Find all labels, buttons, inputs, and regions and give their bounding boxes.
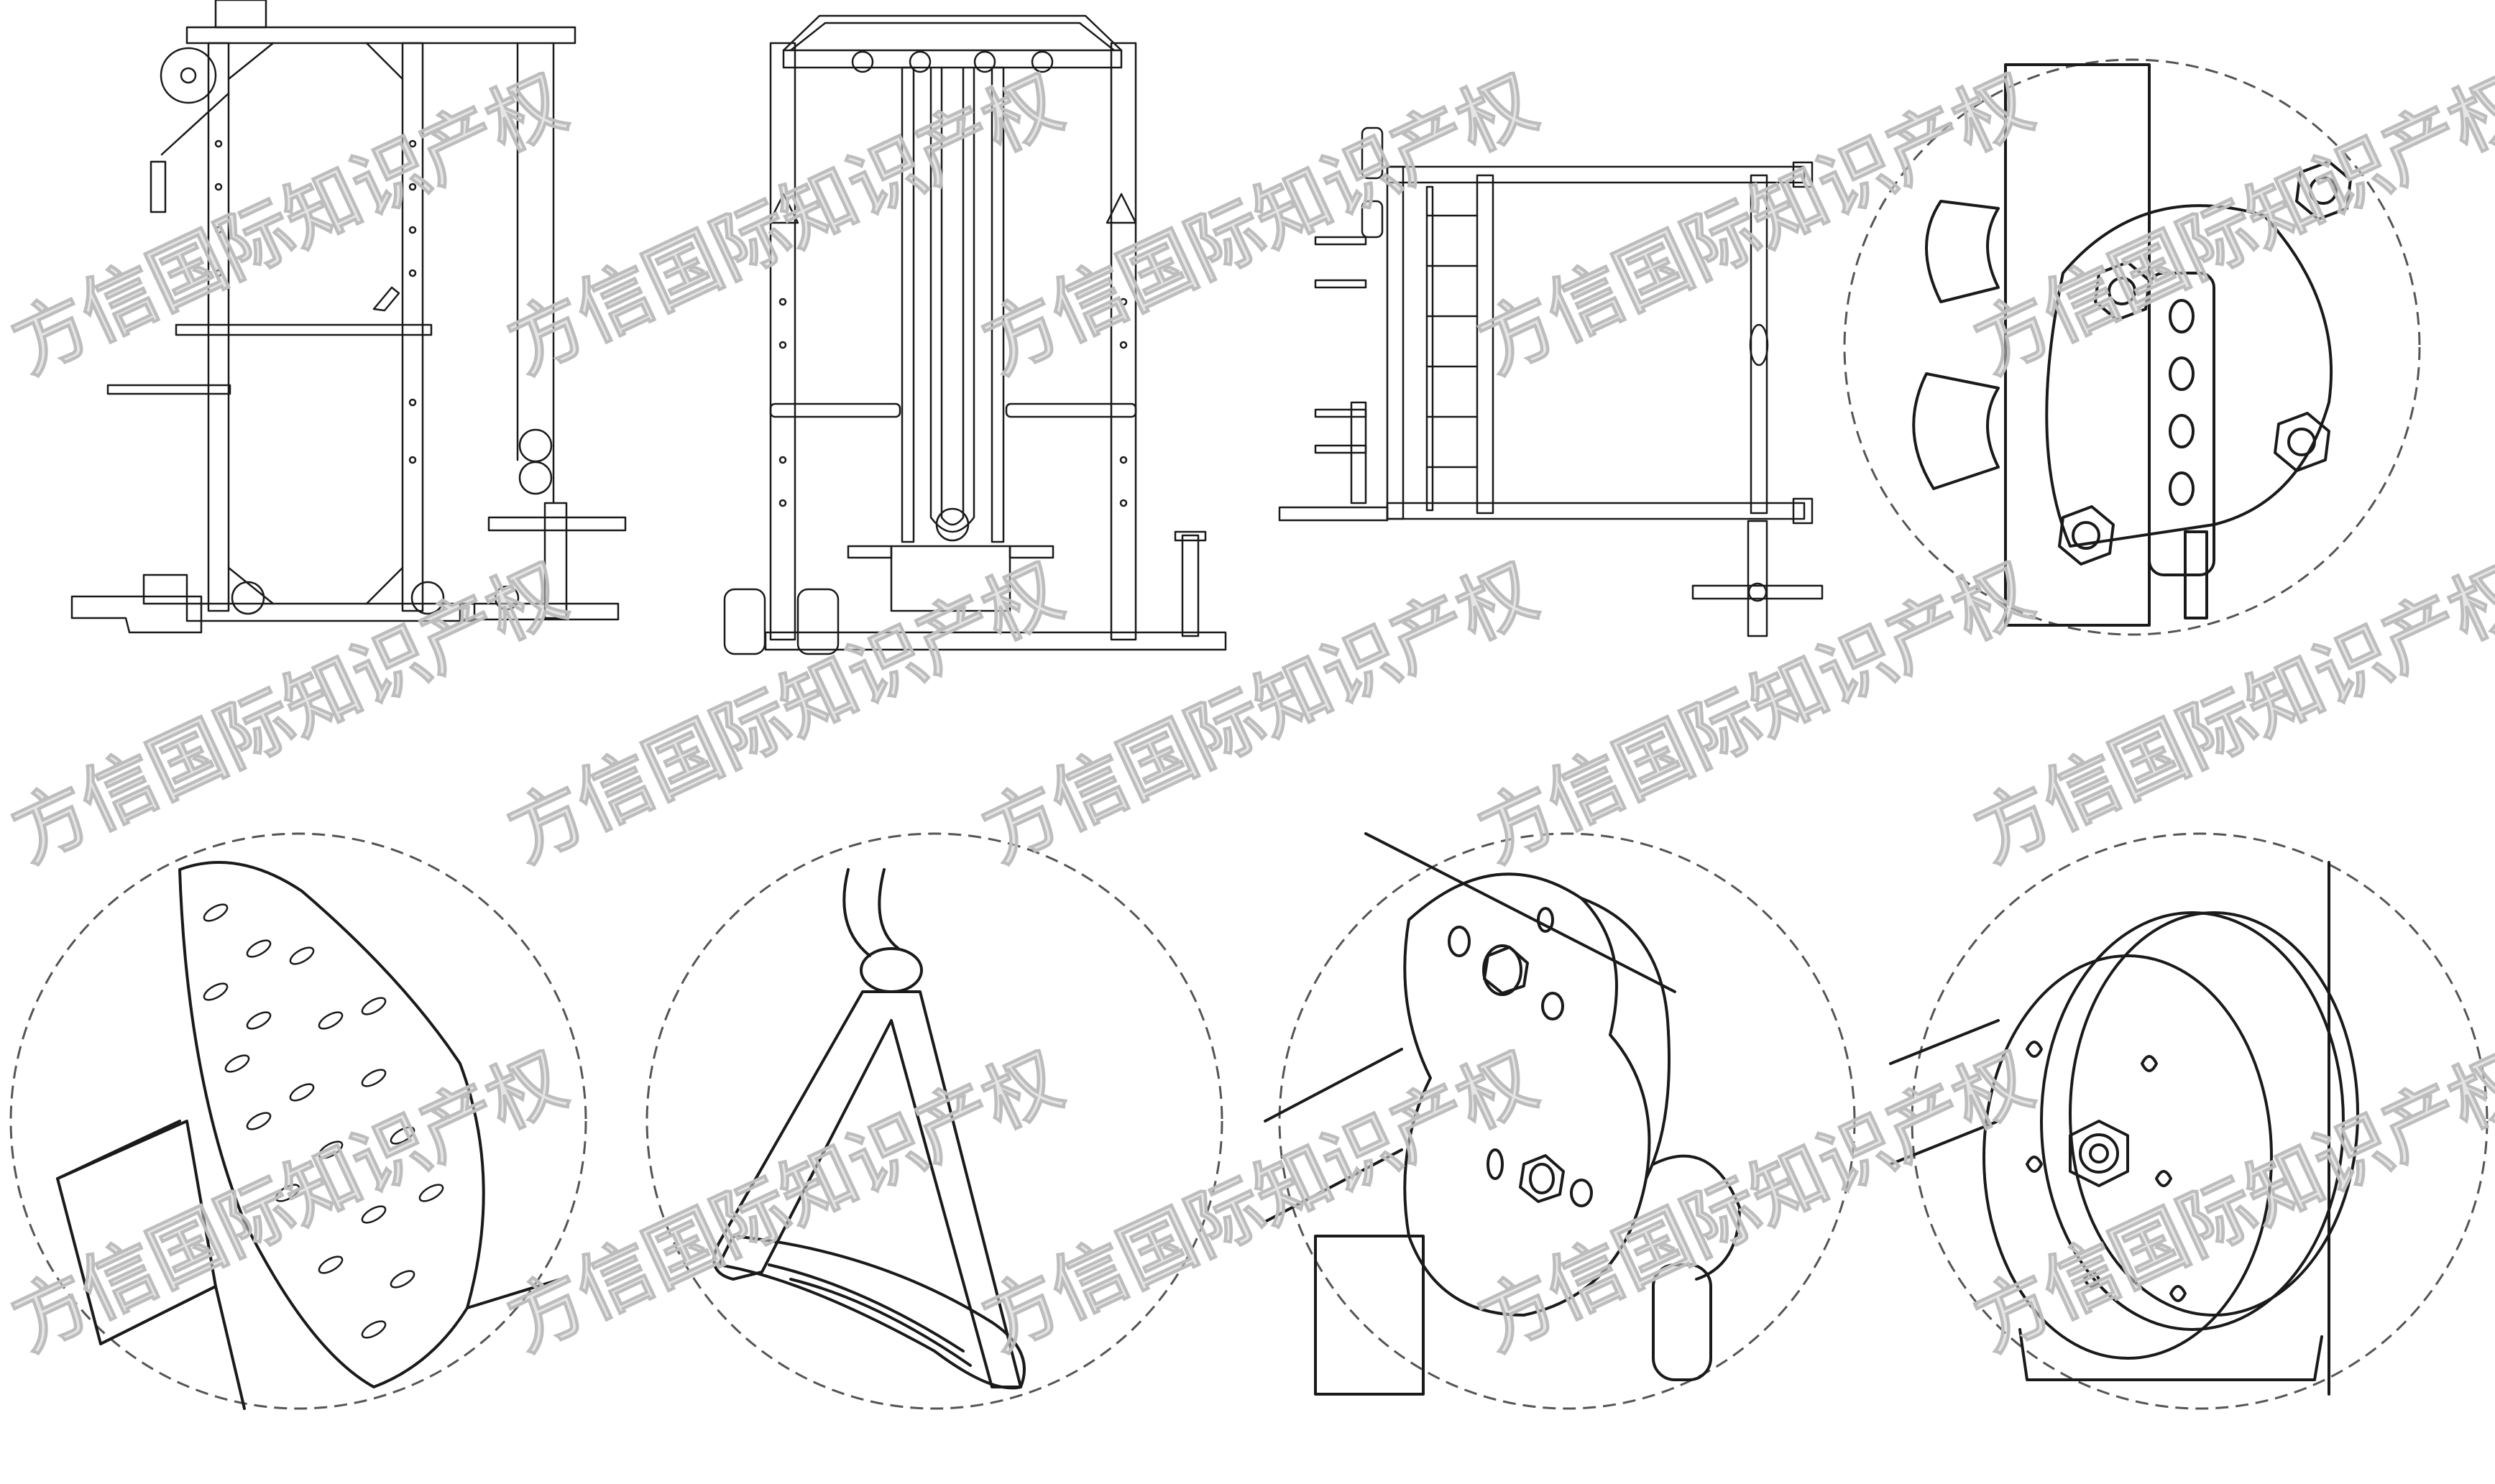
detail-textured-foot-plate bbox=[9, 832, 587, 1410]
detail-bolted-pulley-bracket bbox=[1843, 58, 2421, 636]
detail-double-pulley-plate bbox=[1264, 832, 1856, 1410]
front-view bbox=[723, 14, 1227, 655]
side-view bbox=[70, 0, 627, 634]
watermark-text: 方信国际知识产权 bbox=[0, 57, 579, 390]
watermark-text: 方信国际知识产权 bbox=[1962, 546, 2495, 878]
watermark-text: 方信国际知识产权 bbox=[1466, 57, 2045, 390]
watermark-text: 方信国际知识产权 bbox=[1962, 57, 2495, 390]
watermark-text: 方信国际知识产权 bbox=[0, 1035, 579, 1367]
watermark-text: 方信国际知识产权 bbox=[1466, 546, 2045, 878]
detail-triangle-handle bbox=[645, 832, 1223, 1410]
detail-pulley-wheel bbox=[1889, 832, 2489, 1410]
top-view bbox=[1278, 126, 1824, 637]
watermark-layer: 方信国际知识产权 方信国际知识产权 方信国际知识产权 方信国际知识产权 方信国际… bbox=[0, 57, 2495, 1368]
watermark-text: 方信国际知识产权 bbox=[1466, 1035, 2045, 1367]
watermark-text: 方信国际知识产权 bbox=[1962, 1035, 2495, 1367]
